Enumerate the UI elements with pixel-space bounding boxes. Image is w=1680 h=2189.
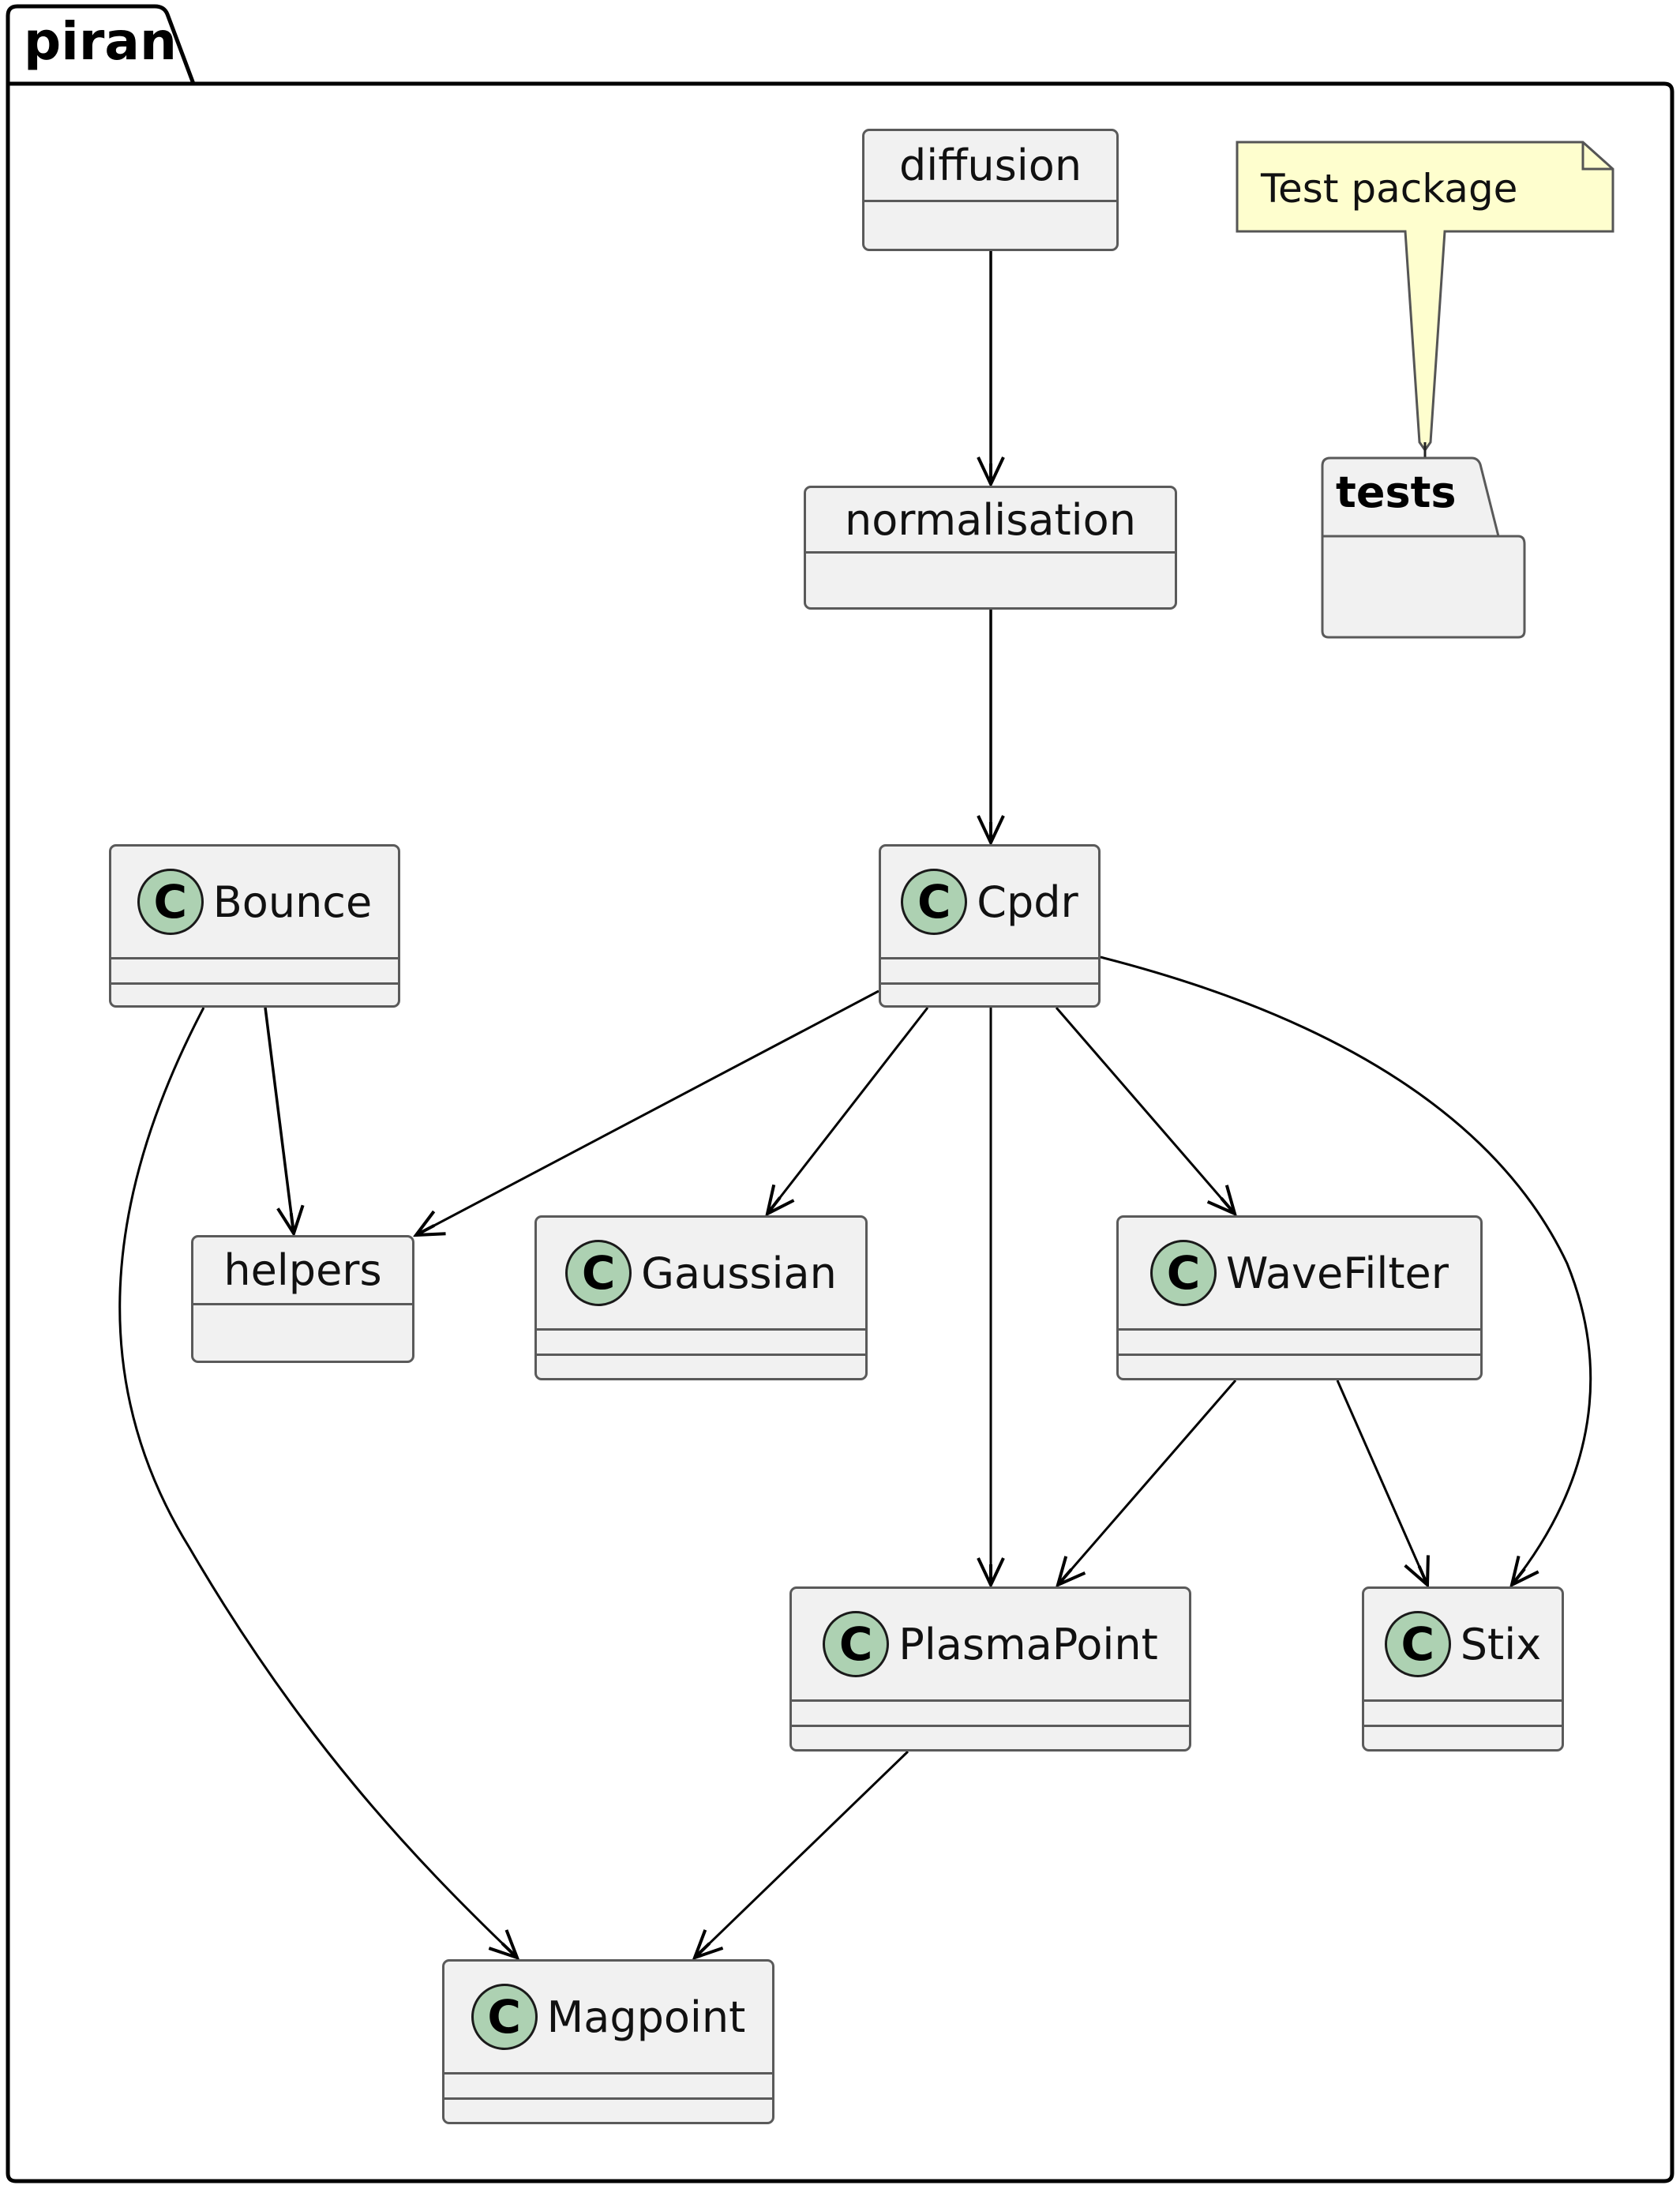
node-helpers[interactable]: helpers <box>191 1235 414 1363</box>
note-shape <box>1236 141 1614 452</box>
tests-package-label: tests <box>1336 467 1457 517</box>
node-attributes <box>792 1702 1189 1727</box>
node-attributes <box>111 959 398 985</box>
node-attributes <box>881 959 1098 985</box>
edge-cpdr-stix <box>1100 956 1592 1585</box>
edge-bounce-helpers <box>264 1007 294 1233</box>
node-cpdr[interactable]: C Cpdr <box>879 844 1101 1008</box>
edge-cpdr-wavefilter <box>1055 1007 1235 1214</box>
node-methods <box>1119 1356 1480 1378</box>
node-label: Cpdr <box>977 877 1078 927</box>
package-title: piran <box>24 11 177 72</box>
edge-wavefilter-plasmapoint <box>1058 1380 1237 1585</box>
node-header: diffusion <box>864 131 1116 202</box>
edge-plasmapoint-magpoint <box>695 1750 909 1958</box>
node-header: C Magpoint <box>444 1962 772 2074</box>
note-fold <box>1581 142 1613 171</box>
class-c-icon: C <box>137 869 204 935</box>
node-methods <box>881 985 1098 1005</box>
node-header: C WaveFilter <box>1119 1218 1480 1331</box>
node-methods <box>1364 1727 1562 1749</box>
node-methods <box>444 2100 772 2122</box>
class-c-icon: C <box>1384 1611 1451 1677</box>
node-label: Gaussian <box>641 1248 837 1298</box>
node-diffusion[interactable]: diffusion <box>862 129 1119 251</box>
class-c-icon: C <box>565 1240 632 1306</box>
node-gaussian[interactable]: C Gaussian <box>534 1215 868 1380</box>
class-c-icon: C <box>1150 1240 1217 1306</box>
node-label: Magpoint <box>546 1992 746 2042</box>
node-label: Stix <box>1460 1619 1542 1669</box>
node-label: diffusion <box>898 141 1082 190</box>
class-c-icon: C <box>901 869 968 935</box>
package-frame <box>6 4 1674 2183</box>
node-header: C Cpdr <box>881 847 1098 959</box>
node-magpoint[interactable]: C Magpoint <box>442 1959 774 2124</box>
node-methods <box>537 1356 865 1378</box>
edge-cpdr-gaussian <box>767 1007 929 1214</box>
node-label: Bounce <box>212 877 373 927</box>
node-body <box>806 554 1175 607</box>
node-attributes <box>444 2074 772 2100</box>
tests-package-shape <box>1321 456 1526 639</box>
node-wavefilter[interactable]: C WaveFilter <box>1116 1215 1483 1380</box>
node-normalisation[interactable]: normalisation <box>804 486 1177 610</box>
edge-cpdr-helpers <box>416 989 879 1235</box>
node-methods <box>792 1727 1189 1749</box>
node-header: C Gaussian <box>537 1218 865 1331</box>
node-methods <box>111 985 398 1005</box>
node-label: normalisation <box>845 494 1136 545</box>
note-text: Test package <box>1261 166 1518 212</box>
edge-bounce-magpoint <box>118 1007 517 1958</box>
node-header: C Bounce <box>111 847 398 959</box>
class-c-icon: C <box>471 1984 538 2050</box>
node-plasmapoint[interactable]: C PlasmaPoint <box>789 1586 1191 1752</box>
node-label: PlasmaPoint <box>898 1619 1158 1669</box>
node-stix[interactable]: C Stix <box>1362 1586 1564 1752</box>
node-label: helpers <box>223 1245 382 1295</box>
node-body <box>193 1305 412 1361</box>
node-attributes <box>1119 1331 1480 1356</box>
node-label: WaveFilter <box>1226 1248 1449 1298</box>
node-bounce[interactable]: C Bounce <box>109 844 400 1008</box>
node-header: C PlasmaPoint <box>792 1589 1189 1702</box>
node-header: C Stix <box>1364 1589 1562 1702</box>
node-header: normalisation <box>806 488 1175 554</box>
class-c-icon: C <box>823 1611 890 1677</box>
node-body <box>864 202 1116 249</box>
edge-wavefilter-stix <box>1336 1380 1427 1585</box>
node-header: helpers <box>193 1237 412 1305</box>
node-attributes <box>1364 1702 1562 1727</box>
node-attributes <box>537 1331 865 1356</box>
